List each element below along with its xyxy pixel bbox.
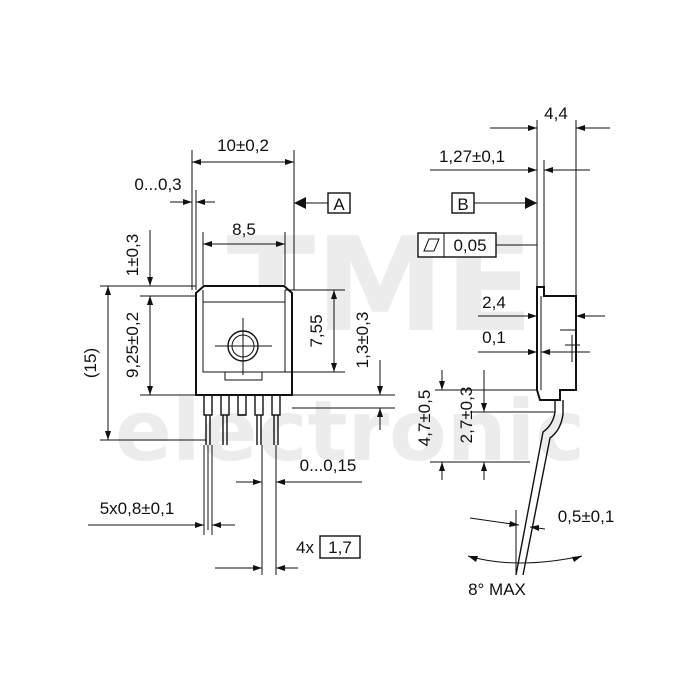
dim-pitch-count: 4x <box>296 538 314 557</box>
dim-flatness: 0,05 <box>453 236 486 255</box>
dim-pitch: 1,7 <box>328 538 352 557</box>
side-body <box>536 286 577 401</box>
dim-lead-width: 5x0,8±0,1 <box>100 499 175 518</box>
dim-overall-height: (15) <box>81 348 100 378</box>
datum-a: A <box>333 195 345 214</box>
flatness-frame <box>417 232 497 258</box>
dim-lead-thickness: 0,5±0,1 <box>558 507 615 526</box>
dim-bend-height: 4,7±0,5 <box>415 390 434 447</box>
watermark-text: electronic <box>115 382 585 480</box>
dim-step: 2,4 <box>482 293 506 312</box>
dim-inner-width: 8,5 <box>232 220 256 239</box>
dim-tab-thickness: 1,27±0,1 <box>439 147 505 166</box>
dim-lead-gap: 0...0,15 <box>300 456 357 475</box>
dim-tab-height: 7,55 <box>307 314 326 347</box>
dim-width-total: 10±0,2 <box>217 136 269 155</box>
datum-a-box <box>327 192 351 214</box>
flatness-symbol <box>423 238 440 252</box>
dim-angle: 8° MAX <box>468 580 526 599</box>
pitch-box <box>319 535 361 559</box>
dim-edge-gap: 0...0,3 <box>134 175 181 194</box>
dim-thickness-total: 4,4 <box>544 104 568 123</box>
dim-body-height: 9,25±0,2 <box>123 312 142 378</box>
dim-bend-height-inner: 2,7±0,3 <box>457 387 476 444</box>
datum-b: B <box>457 195 468 214</box>
leads <box>203 394 281 445</box>
dim-step-small: 0,1 <box>482 328 506 347</box>
tab-outline <box>202 301 286 373</box>
dim-lead-offset: 1,3±0,3 <box>353 312 372 369</box>
front-view: 10±0,2 0...0,3 8,5 A 1±0,3 <box>81 136 395 575</box>
side-view: 4,4 1,27±0,1 B 0,05 2,4 0,1 <box>415 104 614 599</box>
dim-top-thickness: 1±0,3 <box>123 234 142 276</box>
